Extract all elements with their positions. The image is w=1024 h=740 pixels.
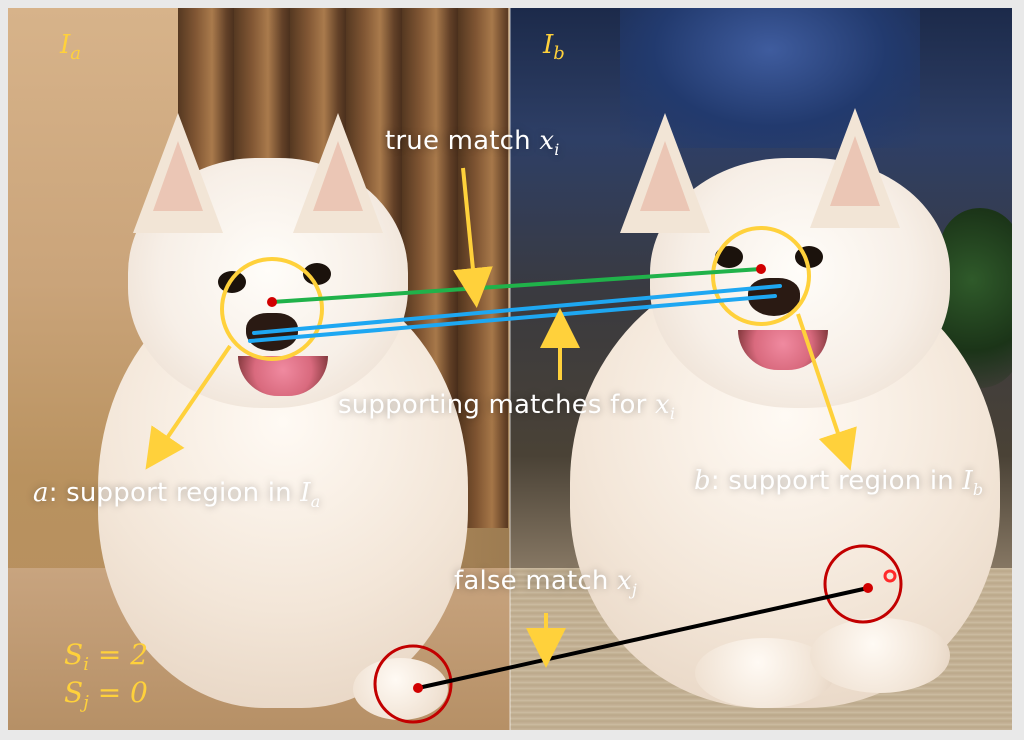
right-dog-ear-right bbox=[810, 108, 900, 228]
right-dog-nose bbox=[748, 278, 800, 316]
right-dog bbox=[510, 8, 1012, 730]
image-frame bbox=[8, 8, 1012, 730]
panel-divider bbox=[509, 8, 511, 730]
left-photo bbox=[8, 8, 510, 730]
right-dog-ear-left bbox=[620, 113, 710, 233]
right-dog-eye-right bbox=[795, 246, 823, 268]
left-dog-eye-left bbox=[218, 271, 246, 293]
left-dog-ear-left bbox=[133, 113, 223, 233]
left-dog-paw bbox=[353, 658, 448, 720]
left-dog bbox=[8, 8, 510, 730]
right-dog-eye-left bbox=[715, 246, 743, 268]
left-dog-ear-right bbox=[293, 113, 383, 233]
right-photo bbox=[510, 8, 1012, 730]
left-dog-eye-right bbox=[303, 263, 331, 285]
right-dog-paw-right bbox=[810, 618, 950, 693]
left-dog-nose bbox=[246, 313, 298, 351]
